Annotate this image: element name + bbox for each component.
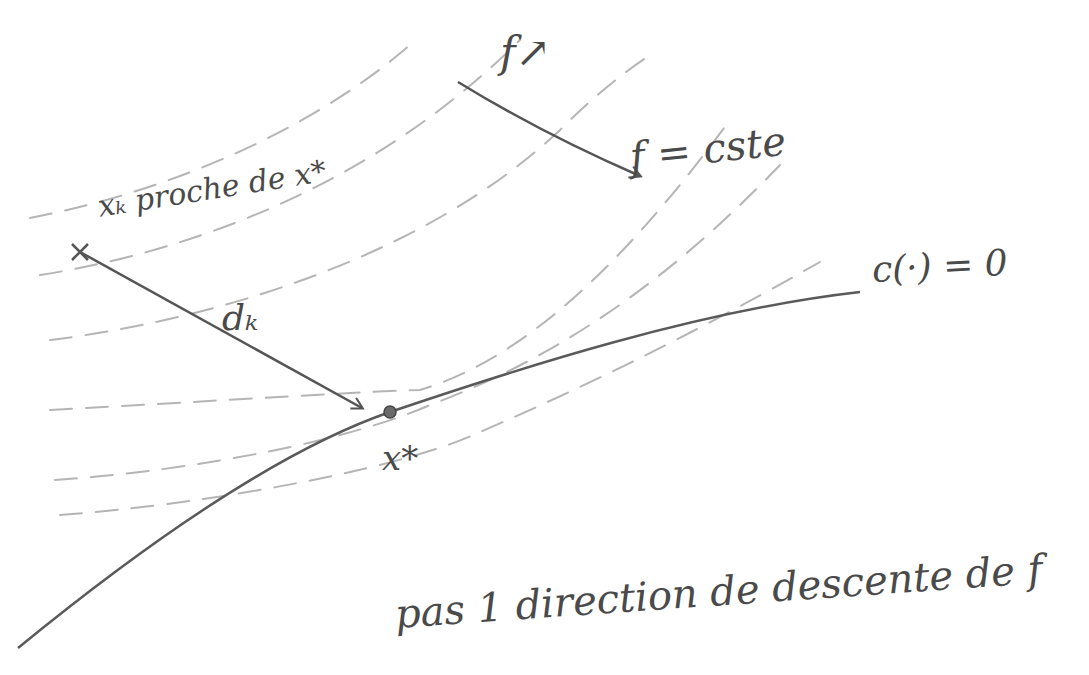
level-label: f = cste <box>628 119 788 179</box>
gradient-arrow <box>458 82 640 176</box>
step-label: dₖ <box>222 298 258 338</box>
iterate-cross <box>72 244 88 260</box>
level-curves <box>30 40 820 515</box>
note-text: pas 1 direction de descente de f <box>393 547 1043 636</box>
constraint-label: c(·) = 0 <box>871 243 1009 290</box>
solution-point <box>384 406 396 418</box>
step-arrow <box>80 252 362 408</box>
increase-label: f↗ <box>500 30 551 76</box>
solution-label: x* <box>382 440 418 477</box>
